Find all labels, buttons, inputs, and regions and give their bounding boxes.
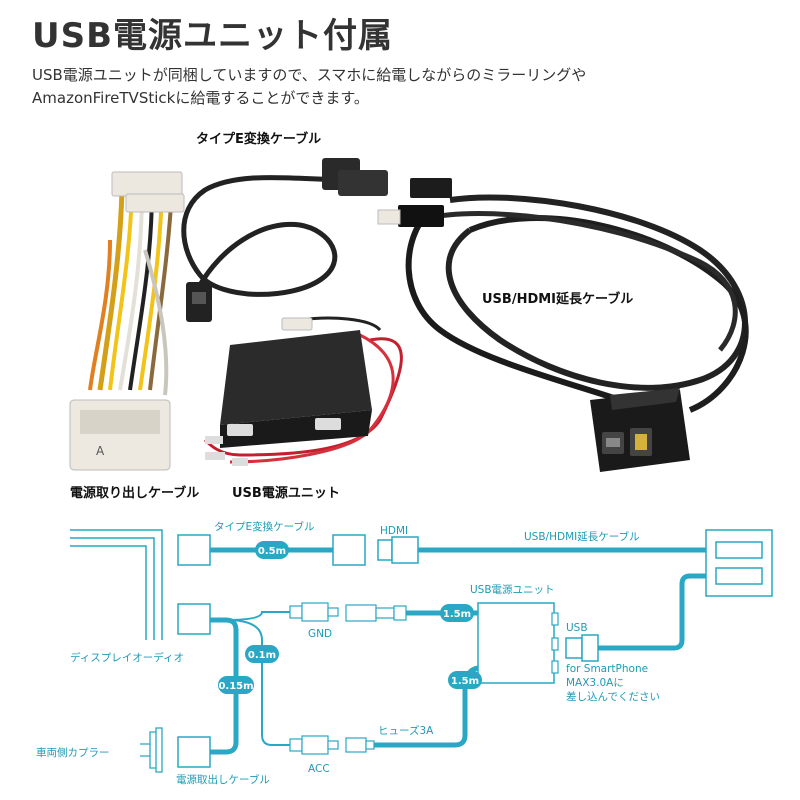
smartphone-note-3: 差し込んでください (566, 690, 660, 703)
usb-power-unit-photo (203, 316, 403, 466)
hdmi-plug (398, 205, 444, 227)
fuse-label: ヒューズ3A (378, 724, 434, 737)
usb-plug-tip (565, 637, 583, 659)
description: USB電源ユニットが同梱していますので、スマホに給電しながらのミラーリングや A… (32, 64, 772, 110)
description-line-1: USB電源ユニットが同梱していますので、スマホに給電しながらのミラーリングや (32, 66, 587, 84)
power-harness-photo: A (69, 171, 185, 471)
gnd-label: GND (308, 628, 332, 640)
usbhdmi-cable-label: USB/HDMI延長ケーブル (524, 530, 640, 543)
usb-unit-box (477, 602, 555, 684)
harness-box-top (177, 603, 211, 635)
harness-box-bottom (177, 736, 211, 768)
power-cable-label: 電源取出しケーブル (176, 773, 270, 786)
vehicle-coupler-label: 車両側カプラー (36, 746, 110, 759)
unit-usb-port-2 (315, 418, 341, 430)
usb-unit-label: USB電源ユニット (470, 583, 555, 596)
hdmi-plug-tip (377, 539, 393, 561)
len-unit-acc: 1.5m (451, 676, 479, 687)
display-audio-label: ディスプレイオーディオ (70, 651, 184, 664)
usb-label: USB (566, 622, 588, 634)
len-015: 0.15m (218, 681, 253, 692)
dash-usb-slot (715, 567, 763, 585)
unit-body (220, 330, 372, 425)
typee-box-left (177, 534, 211, 566)
vehicle-coupler-icon (140, 727, 163, 773)
usb-hdmi-cable-photo (377, 178, 749, 472)
hdmi-plug-body (391, 536, 419, 564)
len-unit-gnd-pill (440, 604, 474, 622)
typee-cable-label: タイプE変換ケーブル (214, 520, 315, 533)
len-unit-gnd: 1.5m (443, 609, 471, 620)
len-01-pill (245, 645, 279, 663)
usb-cable-line (598, 573, 706, 651)
usb-plug (410, 178, 452, 198)
len-typee: 0.5m (258, 546, 286, 557)
label-usb-power-unit: USB電源ユニット (232, 486, 340, 501)
acc-label: ACC (308, 763, 330, 775)
connector-letter: A (96, 444, 105, 458)
label-type-e-cable: タイプE変換ケーブル (196, 132, 322, 147)
description-line-2: AmazonFireTVStickに給電することができます。 (32, 89, 369, 107)
acc-unit-cable (374, 690, 468, 748)
len-typee-pill (255, 541, 289, 559)
smartphone-note-2: MAX3.0Aに (566, 677, 624, 689)
acc-branch-line (225, 619, 290, 746)
dash-hdmi-slot (715, 541, 763, 559)
gnd-connector-unit-side (345, 604, 407, 622)
type-e-cable-photo (181, 158, 388, 322)
page-title: USB電源ユニット付属 (32, 16, 394, 56)
dash-port-box (705, 529, 773, 597)
typee-box-right (332, 534, 366, 566)
display-audio-frame (70, 529, 163, 640)
fuse-connector (345, 737, 375, 753)
label-usb-hdmi-cable: USB/HDMI延長ケーブル (482, 292, 634, 307)
len-unit-acc-pill (448, 671, 482, 689)
smartphone-note-1: for SmartPhone (566, 663, 648, 675)
gnd-connector (289, 602, 339, 622)
len-015-pill (218, 676, 254, 694)
len-01: 0.1m (248, 650, 276, 661)
hdmi-label: HDMI (380, 525, 408, 537)
usb-plug-body (581, 634, 599, 662)
label-power-harness: 電源取り出しケーブル (70, 486, 200, 501)
gnd-branch-line (225, 611, 290, 621)
acc-connector (289, 735, 339, 755)
unit-usb-port-1 (227, 424, 253, 436)
